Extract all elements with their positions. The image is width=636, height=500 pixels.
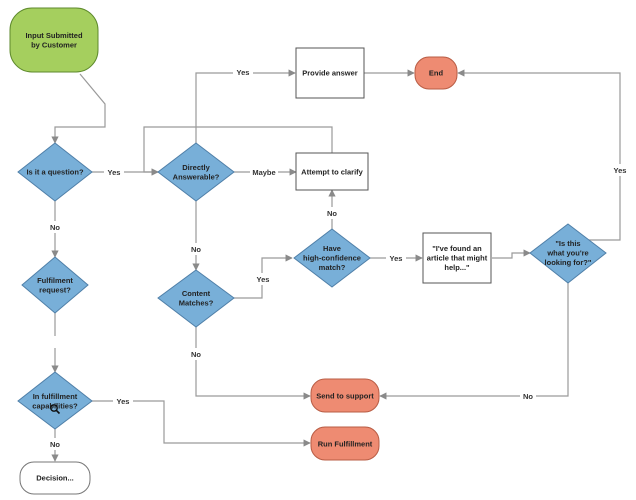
edge-input-to-question: [51, 73, 106, 144]
decision-looking-for: [529, 223, 607, 284]
edge-looking-to-end: [457, 69, 621, 241]
decision-in-fulfillment: [17, 371, 93, 430]
label-no-question: No: [50, 223, 60, 232]
node-label-decision: Decision...: [36, 474, 74, 483]
decision-is-question: [17, 142, 93, 202]
process-found-article: [422, 232, 492, 284]
label-yes-confidence: Yes: [390, 254, 403, 263]
terminal-send-support: [310, 378, 380, 413]
node-label-end: End: [429, 69, 444, 78]
terminal-end: [414, 56, 458, 90]
label-maybe: Maybe: [252, 168, 275, 177]
label-yes-capabilities: Yes: [117, 397, 130, 406]
node-label-provide-answer: Provide answer: [302, 69, 358, 78]
terminal-run-fulfillment: [310, 426, 380, 461]
node-label-is-question: Is it a question?: [26, 168, 84, 177]
label-no-looking: No: [523, 392, 533, 401]
node-label-run-fulfillment: Run Fulfillment: [318, 440, 373, 449]
decision-content-matches: [157, 269, 235, 328]
label-no-clarify: No: [327, 209, 337, 218]
cursor-icon: [50, 404, 61, 415]
edge-direct-to-provide: [195, 69, 296, 143]
edge-content-to-support: [195, 327, 311, 400]
edge-capabilities-to-run: [92, 400, 311, 447]
edge-looking-to-support: [379, 283, 569, 400]
decision-directly-answerable: [157, 142, 235, 202]
label-no-capabilities: No: [50, 440, 60, 449]
edge-labels: Yes Yes Maybe No No No Yes Yes Yes No No…: [45, 66, 630, 450]
decision-fulfilment-request: [21, 256, 89, 314]
node-label-attempt-clarify: Attempt to clarify: [301, 168, 364, 177]
decision-high-confidence: [293, 228, 371, 288]
label-no-content: No: [191, 350, 201, 359]
terminal-decision: [19, 461, 91, 495]
start-node-input-submitted: [9, 7, 99, 73]
node-label-send-support: Send to support: [316, 392, 374, 401]
label-yes-question: Yes: [108, 168, 121, 177]
process-provide-answer: [295, 47, 365, 99]
edge-article-to-looking: [492, 249, 531, 259]
label-yes-content: Yes: [257, 275, 270, 284]
edge-clarify-loop: [143, 126, 333, 176]
label-yes-provide: Yes: [237, 68, 250, 77]
label-no-direct: No: [191, 245, 201, 254]
process-attempt-clarify: [295, 152, 369, 191]
label-yes-looking: Yes: [614, 166, 627, 175]
